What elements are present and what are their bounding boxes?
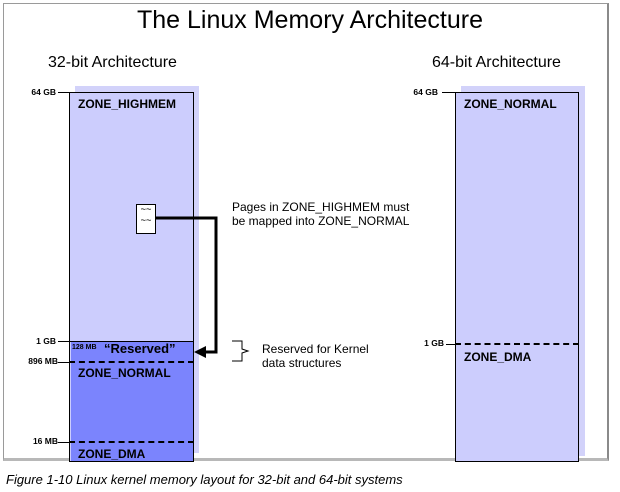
- zone-highmem-label: ZONE_HIGHMEM: [78, 97, 177, 111]
- tick-mark: [58, 442, 70, 443]
- tick-1gb-left: 1 GB: [36, 336, 56, 346]
- zone-normal-label-right: ZONE_NORMAL: [464, 97, 557, 111]
- zone-normal-label: ZONE_NORMAL: [78, 366, 171, 380]
- tick-16mb: 16 MB: [32, 436, 58, 446]
- tick-64gb-left: 64 GB: [31, 87, 56, 97]
- reserved-note: Reserved for Kernel data structures: [262, 342, 369, 370]
- heading-64bit: 64-bit Architecture: [432, 54, 561, 71]
- reserved-size: 128 MB: [72, 344, 97, 351]
- boundary-16mb: [69, 441, 194, 443]
- mapping-note: Pages in ZONE_HIGHMEM must be mapped int…: [232, 200, 410, 228]
- tick-mark: [442, 92, 456, 93]
- arrow-path: [155, 216, 218, 354]
- tick-mark: [58, 362, 70, 363]
- page-icon: ~~~~: [136, 204, 156, 234]
- zone-dma-label-right: ZONE_DMA: [464, 350, 532, 364]
- tick-64gb-right: 64 GB: [413, 87, 438, 97]
- heading-32bit: 32-bit Architecture: [48, 54, 177, 71]
- diagram-title: The Linux Memory Architecture: [137, 6, 483, 34]
- figure-frame: [3, 3, 609, 461]
- memory-column-64bit: [455, 92, 579, 462]
- arrow-head: [194, 346, 206, 358]
- reserved-label: “Reserved”: [104, 341, 176, 356]
- tick-mark: [58, 92, 70, 93]
- boundary-896mb: [69, 361, 194, 363]
- boundary-1gb: [69, 341, 194, 342]
- boundary-1gb-right: [455, 343, 579, 345]
- brace-icon: [232, 340, 250, 362]
- tick-1gb-right: 1 GB: [424, 338, 444, 348]
- figure-caption: Figure 1-10 Linux kernel memory layout f…: [6, 472, 403, 487]
- tick-mark: [58, 341, 70, 342]
- tick-896mb: 896 MB: [28, 356, 58, 366]
- tick-mark: [446, 344, 456, 345]
- zone-dma-label: ZONE_DMA: [78, 447, 146, 461]
